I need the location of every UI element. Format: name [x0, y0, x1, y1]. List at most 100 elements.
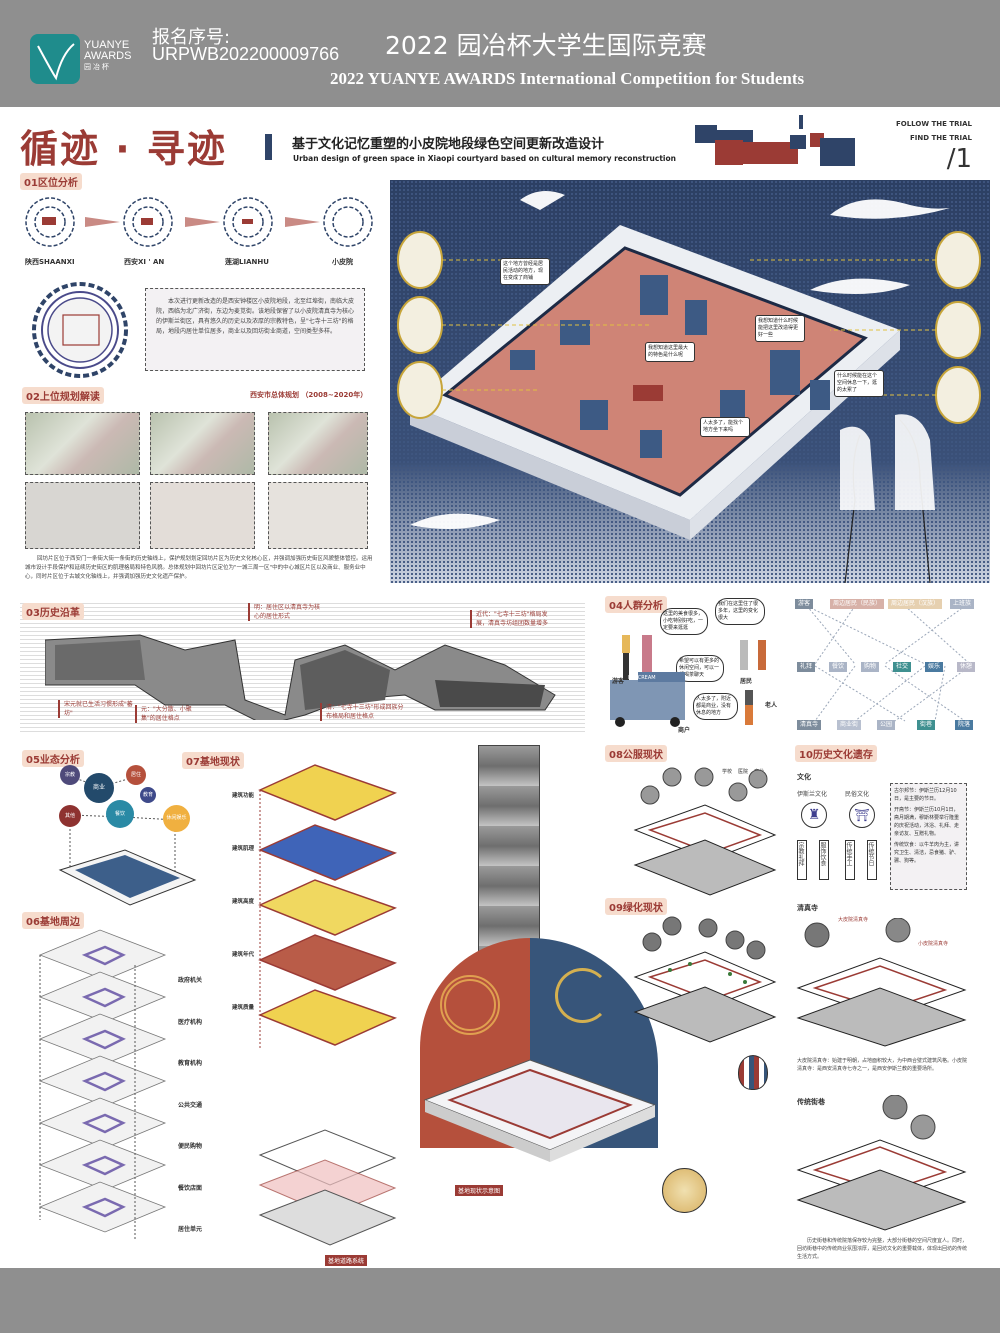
- festival-note: 开斋节：伊斯兰历10月1日，斋月期满，穆斯林要举行隆重的庆祝活动，沐浴、礼拜、走…: [894, 807, 960, 837]
- section-09-title: 09绿化现状: [605, 898, 667, 915]
- photo-column: [478, 745, 540, 965]
- node-leisure: 休闲娱乐: [163, 805, 190, 832]
- plan-map-image: [268, 412, 368, 475]
- location-label: 陕西SHAANXI: [25, 258, 75, 266]
- map-speech-bubble: 我想知道什么时候能把这里改造得更好一些: [755, 315, 805, 342]
- location-label: 西安XI ' AN: [124, 258, 165, 266]
- site-current-model: [423, 1059, 657, 1162]
- section-05-title: 05业态分析: [22, 750, 84, 767]
- legend-item: 医院: [738, 769, 749, 775]
- crowd-speech-bubble: 人太多了，附近都是商业，没有休息的地方: [693, 693, 738, 720]
- plan-map-image: [25, 482, 140, 549]
- layer-label: 建筑质量: [232, 1005, 255, 1011]
- place-tag: 清真寺: [797, 720, 822, 730]
- site-current-caption: 基地现状示意图: [455, 1185, 504, 1196]
- section-03-title: 03历史沿革: [22, 603, 84, 620]
- location-diagrams: [25, 197, 373, 247]
- poster-title: 循迹 · 寻迹: [20, 127, 227, 171]
- competition-header: YUANYE AWARDS 园 冶 杯 报名序号: URPWB202200009…: [0, 0, 1000, 107]
- layer-label: 教育机构: [178, 1060, 203, 1067]
- mosque-model: [796, 918, 967, 1047]
- isometric-site-model: [397, 191, 981, 583]
- node-residence: 居住: [126, 765, 146, 785]
- crowd-speech-bubble: 这里的美食很多，小吃特别好吃，一定要来逛逛: [660, 608, 708, 635]
- historic-building-collage: [45, 634, 556, 720]
- layer-label: 建筑肌理: [232, 846, 255, 852]
- map-speech-bubble: 人太多了，能找个地方坐下来吗: [700, 417, 750, 437]
- gate-icon: ⛩: [849, 802, 875, 828]
- activity-tag: 休憩: [957, 662, 976, 672]
- node-commerce: 商业: [84, 773, 114, 803]
- layer-label: 医疗机构: [178, 1018, 203, 1026]
- map-speech-bubble: 我想知道这里最大的特色是什么呢: [645, 342, 695, 362]
- surroundings-labels: 政府机关 医疗机构 教育机构 公共交通 便民购物 餐饮店面 居住单元: [178, 960, 202, 1251]
- section-01-title: 01区位分析: [20, 173, 82, 190]
- person-label: 游客: [612, 678, 625, 685]
- history-event: 宋元就已生活习惯形成"蕃坊": [58, 700, 133, 718]
- group-tag: 周边居民（汉族）: [888, 599, 943, 609]
- site-ring-diagram: [32, 282, 128, 378]
- culture-item: 宗教礼拜: [797, 840, 807, 880]
- moon-ornament: [555, 968, 610, 1023]
- plan-map-image: [268, 482, 368, 549]
- section-02-title: 02上位规划解读: [22, 387, 104, 404]
- activity-tag: 餐饮: [829, 662, 848, 672]
- mosque-icon: ♜: [801, 802, 827, 828]
- business-network: 宗教 商业 居住 教育 餐饮 休闲娱乐 其他: [50, 765, 200, 915]
- node-education: 教育: [140, 787, 156, 803]
- location-sequence: 陕西SHAANXI 西安XI ' AN 莲湖LIANHU 小皮院: [20, 195, 380, 275]
- street-description: 历史街巷和传统院落保存较为完整，大部分街巷的空间尺度宜人。同时，回坊街巷中的传统…: [797, 1238, 968, 1260]
- group-tag: 上班族: [950, 599, 975, 609]
- history-strip: 03历史沿革 宋元就已生活习惯形成"蕃坊" 元："大分散、小聚集"的居住格点 明…: [20, 600, 585, 735]
- layer-label: 政府机关: [178, 977, 203, 984]
- culture-item: 传统节日: [867, 840, 877, 880]
- section-07-title: 07基地现状: [182, 752, 244, 769]
- person-label: 商户: [678, 727, 691, 734]
- plan-map-image: [150, 412, 255, 475]
- logo-text: 园 冶 杯: [84, 64, 109, 71]
- layer-label: 公共交通: [178, 1101, 203, 1109]
- poster-subtitle-cn: 基于文化记忆重塑的小皮院地段绿色空间更新改造设计: [292, 137, 605, 152]
- festival-note: 古尔邦节：伊斯兰历12月10日，是主要的节日。: [894, 788, 957, 802]
- footer-band: [0, 1268, 1000, 1333]
- logo-text: AWARDS: [84, 50, 132, 62]
- layer-label: 建筑年代: [232, 952, 255, 958]
- page-number: /1: [946, 144, 972, 174]
- title-bar: [265, 134, 272, 160]
- mosque-heading: 清真寺: [797, 904, 818, 912]
- place-tag: 公园: [877, 720, 896, 730]
- section-06-title: 06基地周边: [22, 912, 84, 929]
- history-event: 近代："七寺十三坊"格局发展，清真寺坊组团数量增多: [470, 610, 550, 628]
- decorative-blocks: [695, 115, 855, 166]
- logo-text: YUANYE: [84, 39, 130, 51]
- surroundings-layer-stack: [38, 929, 167, 1240]
- legend-item: 学校: [722, 769, 733, 775]
- node-other: 其他: [59, 805, 81, 827]
- festival-note: 传统饮食：以牛羊肉为主，讲究卫生、清洁，忌食猪、驴、骡、狗等。: [894, 842, 960, 864]
- location-label: 小皮院: [332, 258, 353, 266]
- road-system-model: [258, 1129, 397, 1246]
- mosque-description: 大皮院清真寺：始建于明朝，占地面积较大，为中西合璧式建筑风格。小皮院清真寺：是西…: [797, 1058, 968, 1072]
- location-label: 莲湖LIANHU: [225, 258, 269, 266]
- competition-title-cn: 2022 园冶杯大学生国际竞赛: [385, 31, 707, 60]
- site-status-layer-stack: [258, 764, 398, 1050]
- culture-item: 传统手工: [845, 840, 855, 880]
- place-tag: 商业街: [837, 720, 862, 730]
- location-description-box: 本次进行更新改造的是西安钟楼区小皮院地段，北至红埠街，南临大皮院，西临为北广济街…: [145, 288, 365, 371]
- registration-label: 报名序号:: [152, 27, 231, 48]
- layer-label: 便民购物: [178, 1143, 203, 1150]
- culture-group: 伊斯兰文化: [797, 791, 828, 798]
- culture-tree: 伊斯兰文化 民俗文化 ♜ ⛩ 宗教礼拜 服饰饮食 传统手工 传统节日: [795, 790, 880, 890]
- layer-label: 餐饮店面: [178, 1184, 203, 1192]
- person-label: 居民: [740, 678, 753, 685]
- map-speech-bubble: 这个地方曾经是居民活动的地方，现在变成了商铺: [500, 258, 550, 285]
- swirl-ornament: [440, 975, 500, 1035]
- activity-tag: 礼拜: [797, 662, 816, 672]
- find-the-trial: FIND THE TRIAL: [910, 134, 972, 142]
- poster-subtitle-en: Urban design of green space in Xiaopi co…: [293, 154, 676, 163]
- culture-item: 服饰饮食: [819, 840, 829, 880]
- layer-label: 建筑功能: [232, 793, 255, 799]
- plan-map-image: [150, 482, 255, 549]
- section-08-title: 08公服现状: [605, 745, 667, 762]
- plan-description: 回坊片区位于西安门一条街大街一条街的历史轴线上，保护规划划定回坊片区为历史文化核…: [25, 556, 373, 580]
